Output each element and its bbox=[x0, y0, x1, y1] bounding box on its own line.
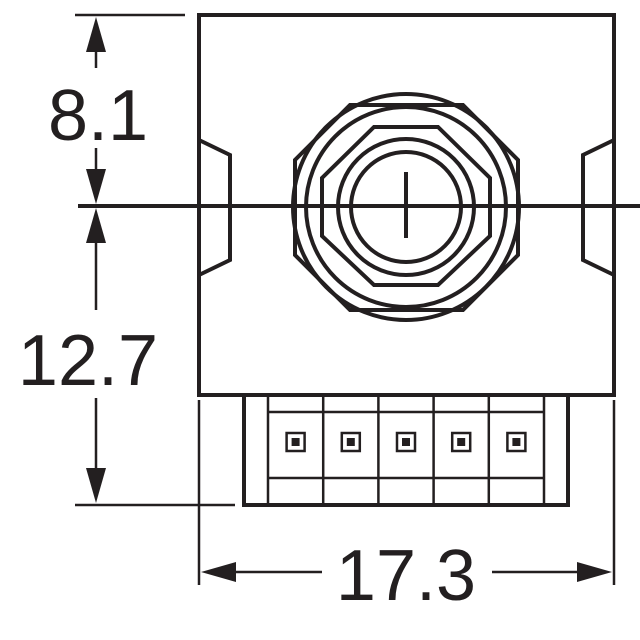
pin-contact-core bbox=[346, 438, 355, 446]
dim-top-arrow-down bbox=[86, 169, 106, 204]
dim-label-bottom: 12.7 bbox=[18, 321, 158, 401]
dim-width-arrow-left bbox=[201, 562, 236, 582]
pin-contact bbox=[340, 431, 362, 453]
dim-bottom-arrow-down bbox=[86, 468, 106, 503]
dim-width-arrow-right bbox=[577, 562, 612, 582]
pin-contact-core bbox=[512, 438, 521, 446]
pin-contact-core bbox=[291, 438, 300, 446]
pin-contact-core bbox=[402, 438, 410, 446]
pin-contact-core bbox=[457, 438, 466, 446]
pin-contact bbox=[450, 431, 472, 453]
dim-bottom-arrow-up bbox=[86, 208, 106, 243]
dim-label-top: 8.1 bbox=[48, 76, 148, 156]
pins-group bbox=[266, 395, 546, 505]
dim-label-width: 17.3 bbox=[336, 536, 476, 616]
pin-contact bbox=[285, 431, 306, 453]
pin-housing bbox=[242, 393, 570, 507]
knob-hex-nut bbox=[320, 125, 492, 287]
pin-contact bbox=[395, 431, 417, 453]
dim-top-arrow-up bbox=[86, 17, 106, 52]
pin-contact bbox=[506, 431, 527, 453]
